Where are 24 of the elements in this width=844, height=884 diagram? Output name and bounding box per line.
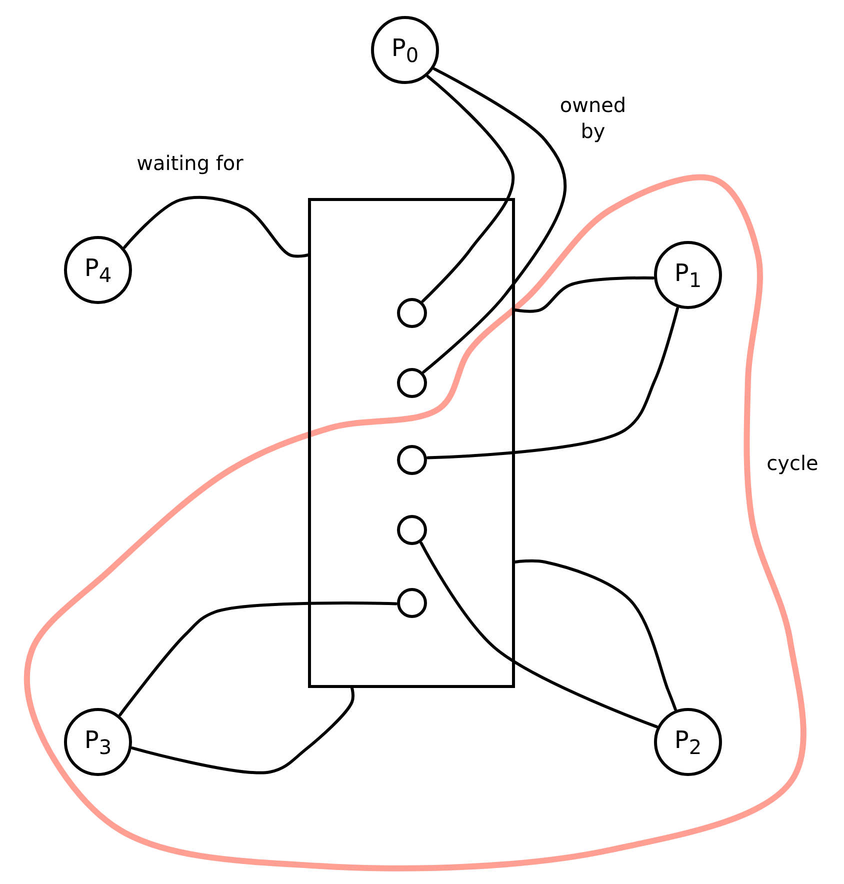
process-label: P$_{1}$ [674, 260, 702, 290]
connector-line [421, 74, 514, 303]
process-label: P$_{2}$ [674, 728, 702, 756]
connector-line [420, 542, 658, 728]
connector-line [514, 276, 655, 313]
lock-circle [397, 515, 427, 545]
annotation-label: cycle [766, 450, 820, 476]
process-circle [64, 708, 132, 776]
annotation-label: owned by [558, 92, 628, 144]
connector-line [426, 306, 679, 460]
lock-circle [397, 368, 427, 398]
connector-line [118, 602, 398, 716]
connector-line [123, 196, 310, 258]
lock-circle [397, 298, 427, 328]
connector-line [130, 686, 354, 774]
annotation-label: waiting for [136, 150, 244, 176]
connector-line [422, 67, 567, 374]
process-label: P$_{4}$ [84, 256, 112, 284]
connector-line [514, 559, 677, 711]
lock-circle [397, 588, 427, 618]
process-label: P$_{0}$ [391, 36, 419, 64]
lock-circle [397, 445, 427, 475]
resource-box [308, 198, 515, 688]
process-label: P$_{3}$ [84, 728, 112, 756]
